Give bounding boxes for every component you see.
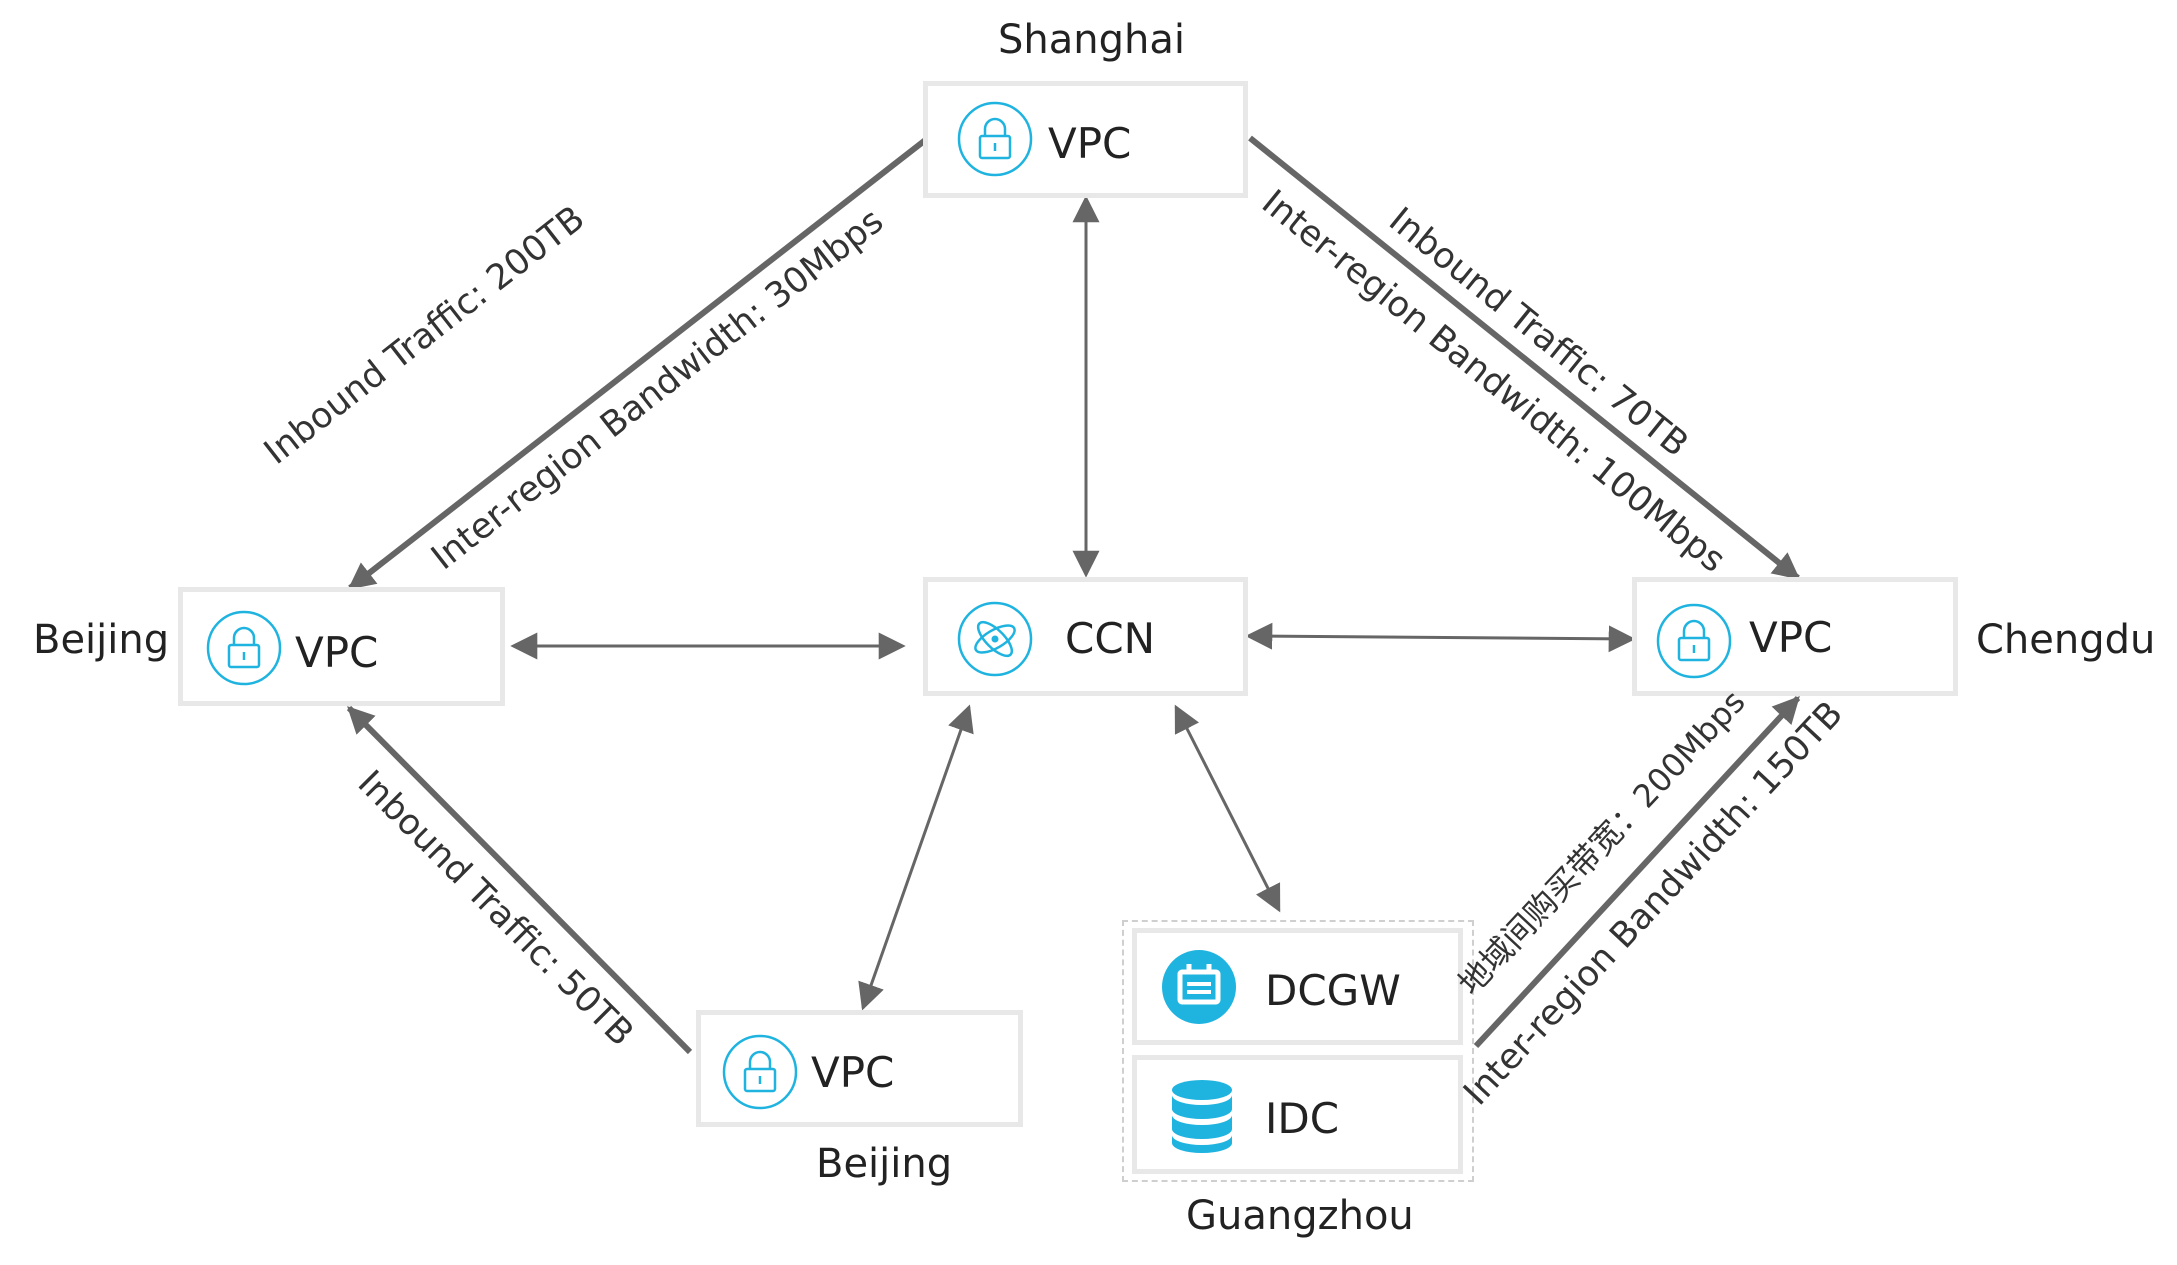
edge-beijing-south-to-beijing-west bbox=[346, 705, 693, 1055]
vpc-node-beijing-west[interactable]: VPC bbox=[178, 587, 505, 706]
dcgw-label: DCGW bbox=[1265, 966, 1401, 1015]
gateway-icon bbox=[1162, 950, 1236, 1024]
edge-guangzhou-to-chengdu bbox=[1473, 695, 1801, 1049]
region-label-guangzhou: Guangzhou bbox=[1186, 1193, 1414, 1239]
idc-node[interactable]: IDC bbox=[1132, 1055, 1463, 1174]
edge-ccn-chengdu bbox=[1245, 622, 1636, 653]
guangzhou-idc-group bbox=[1122, 920, 1474, 1182]
vpc-label: VPC bbox=[1749, 613, 1833, 662]
edge-shanghai-to-chengdu bbox=[1248, 135, 1801, 581]
edge-shanghai-to-beijing bbox=[347, 135, 930, 591]
database-icon bbox=[1172, 1080, 1232, 1153]
region-label-beijing-west: Beijing bbox=[33, 617, 170, 663]
lock-icon bbox=[957, 101, 1033, 177]
region-label-shanghai: Shanghai bbox=[998, 17, 1185, 63]
ccn-node[interactable]: CCN bbox=[923, 577, 1248, 696]
ccn-label: CCN bbox=[1065, 614, 1156, 663]
vpc-label: VPC bbox=[811, 1048, 895, 1097]
lock-icon bbox=[722, 1034, 798, 1110]
vpc-node-beijing-south[interactable]: VPC bbox=[696, 1010, 1023, 1127]
vpc-node-shanghai[interactable]: VPC bbox=[923, 81, 1248, 198]
edge-ccn-dcgw bbox=[1174, 704, 1281, 913]
vpc-label: VPC bbox=[1048, 119, 1132, 168]
idc-label: IDC bbox=[1265, 1094, 1340, 1143]
vpc-label: VPC bbox=[295, 628, 379, 677]
dcgw-node[interactable]: DCGW bbox=[1132, 928, 1463, 1045]
lock-icon bbox=[1656, 603, 1732, 679]
edge-ccn-beijing-south bbox=[858, 704, 974, 1011]
vpc-node-chengdu[interactable]: VPC bbox=[1632, 577, 1958, 696]
region-label-beijing-south: Beijing bbox=[816, 1141, 953, 1187]
region-label-chengdu: Chengdu bbox=[1976, 617, 2156, 663]
atom-icon bbox=[957, 601, 1033, 677]
lock-icon bbox=[206, 610, 282, 686]
